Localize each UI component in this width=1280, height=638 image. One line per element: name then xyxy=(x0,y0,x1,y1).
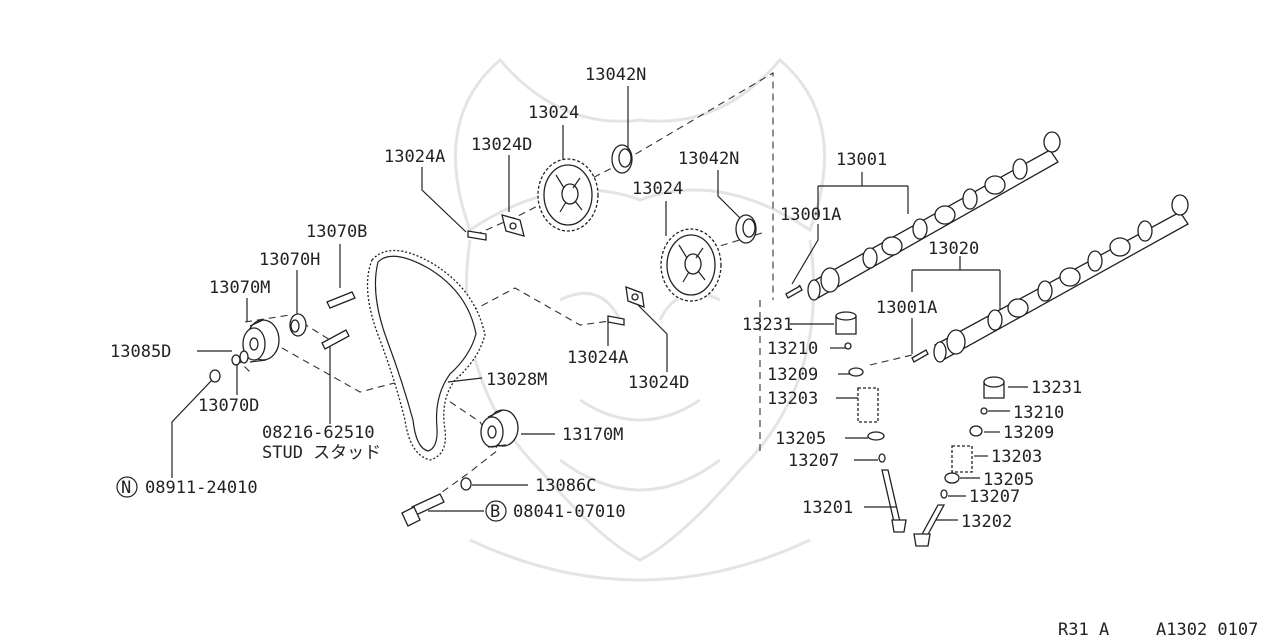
label-13042N-lower: 13042N xyxy=(678,149,739,169)
label-13231-left: 13231 xyxy=(742,315,793,335)
label-13210-right: 13210 xyxy=(1013,403,1064,423)
b-badge: B xyxy=(485,500,507,522)
label-13001A-upper: 13001A xyxy=(780,205,841,225)
label-13205-left: 13205 xyxy=(775,429,826,449)
label-13086C: 13086C xyxy=(535,476,596,496)
label-13201: 13201 xyxy=(802,498,853,518)
label-13020: 13020 xyxy=(928,239,979,259)
idler-pulley xyxy=(242,319,280,363)
label-13001: 13001 xyxy=(836,150,887,170)
label-13028M: 13028M xyxy=(486,370,547,390)
washer-13086C xyxy=(460,477,472,491)
label-13170M: 13170M xyxy=(562,425,623,445)
camshaft-sprocket-lower xyxy=(660,228,722,302)
b-badge-letter: B xyxy=(490,502,500,522)
n-badge: N xyxy=(116,476,138,498)
label-13001A-lower: 13001A xyxy=(876,298,937,318)
label-13205-right: 13205 xyxy=(983,470,1034,490)
washer-13085D xyxy=(231,350,249,366)
label-13024A-upper: 13024A xyxy=(384,147,445,167)
stud-13070B xyxy=(326,291,356,309)
label-13024A-lower: 13024A xyxy=(567,348,628,368)
label-13203-left: 13203 xyxy=(767,389,818,409)
footer-code-right: A1302 0107 xyxy=(1156,620,1258,638)
label-13209-right: 13209 xyxy=(1003,423,1054,443)
dowel-13001A-upper xyxy=(785,285,803,299)
timing-belt xyxy=(366,249,486,461)
watermark-emblem xyxy=(454,57,826,582)
part-labels: 13042N 13024 13024A 13024D 13042N 13024 … xyxy=(110,65,1082,532)
label-13024D-lower: 13024D xyxy=(628,373,689,393)
leader-lines xyxy=(171,86,1028,521)
label-13024-lower: 13024 xyxy=(632,179,683,199)
label-13070D: 13070D xyxy=(198,396,259,416)
camshaft-sprocket-upper xyxy=(537,158,599,232)
label-13024-upper: 13024 xyxy=(528,103,579,123)
dowel-13001A-lower xyxy=(911,349,929,363)
valve-assembly-left xyxy=(835,311,907,533)
n-badge-letter: N xyxy=(121,478,131,498)
nut-08911 xyxy=(209,369,221,383)
valve-assembly-right xyxy=(913,376,1005,547)
label-13070M: 13070M xyxy=(209,278,270,298)
label-13070H: 13070H xyxy=(259,250,320,270)
oil-seal-lower xyxy=(735,214,757,244)
label-13202: 13202 xyxy=(961,512,1012,532)
sprocket-plate-lower xyxy=(607,286,645,326)
label-08216-62510: 08216-62510 xyxy=(262,423,375,443)
footer-code-left: R31 A xyxy=(1058,620,1109,638)
bolt-08041 xyxy=(401,493,445,527)
label-08911-24010: 08911-24010 xyxy=(145,478,258,498)
label-13207-right: 13207 xyxy=(969,487,1020,507)
label-13209-left: 13209 xyxy=(767,365,818,385)
label-13207-left: 13207 xyxy=(788,451,839,471)
label-13210-left: 13210 xyxy=(767,339,818,359)
label-13042N-upper: 13042N xyxy=(585,65,646,85)
label-stud: STUD スタッド xyxy=(262,443,381,463)
camshaft-13001 xyxy=(807,131,1061,301)
label-08041-07010: 08041-07010 xyxy=(513,502,626,522)
oil-seal-upper xyxy=(611,144,633,174)
spacer-13070H xyxy=(289,313,307,337)
label-13024D-upper: 13024D xyxy=(471,135,532,155)
label-13231-right: 13231 xyxy=(1031,378,1082,398)
label-13203-right: 13203 xyxy=(991,447,1042,467)
stud-08216 xyxy=(321,329,350,350)
camshaft-13020 xyxy=(933,194,1189,363)
label-13085D: 13085D xyxy=(110,342,171,362)
sprocket-plate-upper xyxy=(467,214,525,241)
tensioner-pulley xyxy=(480,409,519,448)
label-13070B: 13070B xyxy=(306,222,367,242)
